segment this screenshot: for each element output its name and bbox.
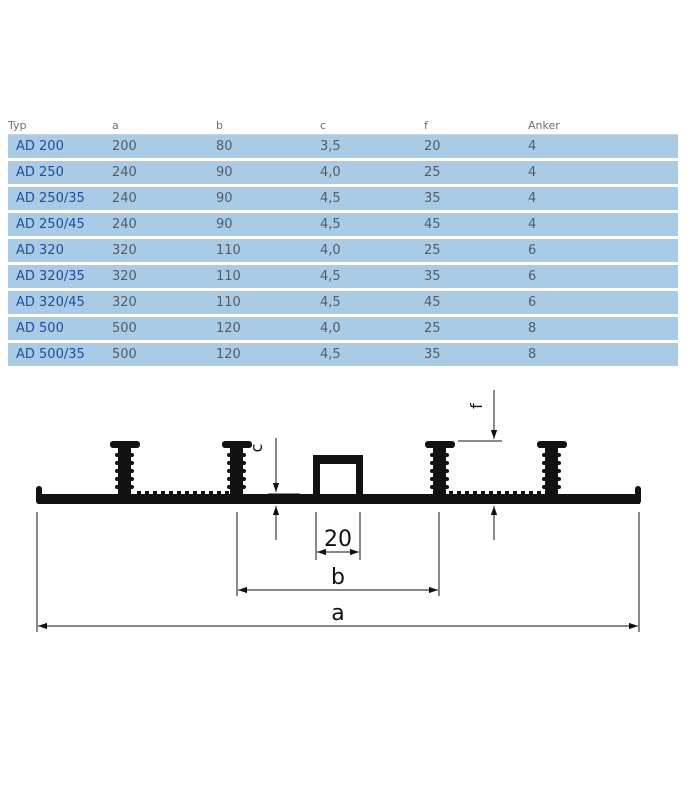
profile-base xyxy=(38,494,640,504)
profile-drawing: c f 20 b a xyxy=(36,390,641,632)
serrations-left xyxy=(137,491,229,494)
cell-b: 110 xyxy=(216,291,320,317)
cell-anker: 6 xyxy=(528,265,678,291)
cell-a: 320 xyxy=(112,265,216,291)
cell-typ: AD 320 xyxy=(8,239,112,265)
cell-b: 90 xyxy=(216,187,320,213)
cell-c: 4,0 xyxy=(320,161,424,187)
serrations-right xyxy=(449,491,541,494)
cell-b: 90 xyxy=(216,213,320,239)
cell-anker: 4 xyxy=(528,187,678,213)
cell-b: 120 xyxy=(216,343,320,369)
cell-a: 240 xyxy=(112,213,216,239)
column-header-f: f xyxy=(424,112,528,135)
cell-b: 120 xyxy=(216,317,320,343)
cell-f: 45 xyxy=(424,213,528,239)
cell-b: 110 xyxy=(216,265,320,291)
cell-anker: 8 xyxy=(528,343,678,369)
anchor-rib-2 xyxy=(222,441,252,496)
cell-anker: 4 xyxy=(528,161,678,187)
cell-b: 90 xyxy=(216,161,320,187)
cell-f: 25 xyxy=(424,161,528,187)
cell-c: 4,5 xyxy=(320,213,424,239)
end-bulb-left xyxy=(36,486,42,504)
dimension-c xyxy=(268,438,300,540)
table-header-row: Typ a b c f Anker xyxy=(8,112,678,135)
column-header-typ: Typ xyxy=(8,112,112,135)
end-bulb-right xyxy=(635,486,641,504)
label-a: a xyxy=(331,601,344,626)
anchor-rib-4 xyxy=(537,441,567,496)
cell-typ: AD 250 xyxy=(8,161,112,187)
cell-f: 35 xyxy=(424,187,528,213)
cell-f: 45 xyxy=(424,291,528,317)
cell-c: 3,5 xyxy=(320,135,424,161)
cell-anker: 6 xyxy=(528,239,678,265)
cell-c: 4,5 xyxy=(320,343,424,369)
dimension-20 xyxy=(315,512,361,560)
dimension-a xyxy=(36,512,640,632)
anchor-rib-1 xyxy=(110,441,140,496)
cell-typ: AD 320/35 xyxy=(8,265,112,291)
cell-c: 4,0 xyxy=(320,239,424,265)
column-header-c: c xyxy=(320,112,424,135)
cell-anker: 6 xyxy=(528,291,678,317)
cell-anker: 8 xyxy=(528,317,678,343)
cell-a: 320 xyxy=(112,291,216,317)
anchor-rib-3 xyxy=(425,441,455,496)
cell-f: 25 xyxy=(424,317,528,343)
label-20: 20 xyxy=(324,527,352,552)
cell-a: 240 xyxy=(112,187,216,213)
column-header-b: b xyxy=(216,112,320,135)
cell-typ: AD 200 xyxy=(8,135,112,161)
cell-typ: AD 500 xyxy=(8,317,112,343)
cell-c: 4,5 xyxy=(320,265,424,291)
cell-c: 4,5 xyxy=(320,291,424,317)
dimension-b xyxy=(236,512,440,596)
label-b: b xyxy=(331,565,345,590)
cell-f: 35 xyxy=(424,265,528,291)
label-f: f xyxy=(467,403,486,409)
cell-b: 80 xyxy=(216,135,320,161)
cell-anker: 4 xyxy=(528,135,678,161)
cell-f: 25 xyxy=(424,239,528,265)
cell-a: 500 xyxy=(112,343,216,369)
dimension-f xyxy=(458,390,502,540)
cell-typ: AD 250/35 xyxy=(8,187,112,213)
cell-c: 4,0 xyxy=(320,317,424,343)
cell-c: 4,5 xyxy=(320,187,424,213)
center-bulb xyxy=(313,455,363,496)
cell-b: 110 xyxy=(216,239,320,265)
column-header-anker: Anker xyxy=(528,112,678,135)
cell-f: 20 xyxy=(424,135,528,161)
cell-typ: AD 500/35 xyxy=(8,343,112,369)
label-c: c xyxy=(247,444,266,453)
cell-anker: 4 xyxy=(528,213,678,239)
cell-a: 240 xyxy=(112,161,216,187)
waterstop-profile xyxy=(36,441,641,504)
cell-typ: AD 250/45 xyxy=(8,213,112,239)
cell-a: 500 xyxy=(112,317,216,343)
cell-typ: AD 320/45 xyxy=(8,291,112,317)
cell-f: 35 xyxy=(424,343,528,369)
column-header-a: a xyxy=(112,112,216,135)
cell-a: 320 xyxy=(112,239,216,265)
cell-a: 200 xyxy=(112,135,216,161)
